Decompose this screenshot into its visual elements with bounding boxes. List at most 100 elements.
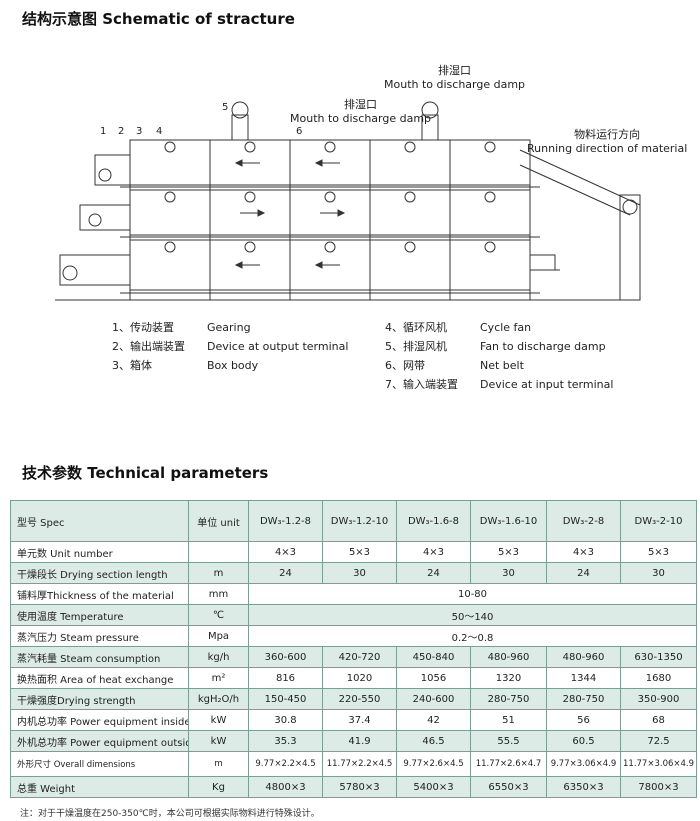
- discharge-mouth-callout-2: 排湿口 Mouth to discharge damp: [290, 96, 431, 125]
- row-unit: kgH₂O/h: [188, 688, 249, 710]
- row-value: 30: [620, 562, 697, 584]
- callout-number: 4: [156, 126, 163, 137]
- legend-en: Device at input terminal: [480, 378, 614, 391]
- row-unit: Kg: [188, 776, 249, 798]
- row-label: 使用温度 Temperature: [10, 604, 189, 626]
- row-value: 280-750: [470, 688, 547, 710]
- row-value: 9.77×2.6×4.5: [396, 751, 471, 777]
- row-value: 480-960: [470, 646, 547, 668]
- row-value: 11.77×3.06×4.9: [620, 751, 697, 777]
- row-value: 4800×3: [248, 776, 323, 798]
- schematic-title: 结构示意图 Schematic of stracture: [22, 10, 295, 28]
- row-value: 1344: [546, 667, 621, 689]
- row-value: 68: [620, 709, 697, 731]
- legend-item: 2、输出端装置 Device at output terminal: [112, 337, 348, 356]
- running-direction-en: Running direction of material: [527, 142, 688, 155]
- row-unit: kW: [188, 730, 249, 752]
- legend-cn: 2、输出端装置: [112, 340, 185, 353]
- legend-item: 6、网带 Net belt: [385, 356, 524, 375]
- row-label: 干燥段长 Drying section length: [10, 562, 189, 584]
- discharge-mouth-cn: 排湿口: [344, 98, 378, 111]
- row-value: 5×3: [322, 541, 397, 563]
- legend-cn: 3、箱体: [112, 359, 152, 372]
- discharge-mouth-en: Mouth to discharge damp: [290, 112, 432, 125]
- row-value: 4×3: [546, 541, 621, 563]
- row-unit: m²: [188, 667, 249, 689]
- row-label: 单元数 Unit number: [10, 541, 189, 563]
- legend-en: Device at output terminal: [207, 340, 349, 353]
- parameters-title: 技术参数 Technical parameters: [22, 464, 269, 482]
- row-unit: m: [188, 562, 249, 584]
- row-unit: m: [188, 751, 249, 777]
- row-value: 5×3: [620, 541, 697, 563]
- row-value: 30: [322, 562, 397, 584]
- discharge-fan-1: [231, 114, 249, 141]
- row-unit: Mpa: [188, 625, 249, 647]
- header-model: DW₃-1.6-8: [396, 500, 471, 542]
- legend-cn: 1、传动装置: [112, 321, 174, 334]
- legend-item: 1、传动装置 Gearing: [112, 318, 251, 337]
- row-value: 1056: [396, 667, 471, 689]
- discharge-mouth-callout-1: 排湿口 Mouth to discharge damp: [384, 62, 525, 91]
- legend-item: 7、输入端装置 Device at input terminal: [385, 375, 613, 394]
- row-value: 1680: [620, 667, 697, 689]
- row-span-value: 10-80: [248, 583, 697, 605]
- row-value: 11.77×2.2×4.5: [322, 751, 397, 777]
- legend-en: Gearing: [207, 321, 251, 334]
- dryer-schematic-drawing: [55, 101, 641, 301]
- callout-number: 1: [100, 126, 107, 137]
- legend-left: 1、传动装置 Gearing 2、输出端装置 Device at output …: [112, 318, 348, 375]
- box-body-outline: [129, 139, 531, 301]
- row-value: 11.77×2.6×4.7: [470, 751, 547, 777]
- row-value: 350-900: [620, 688, 697, 710]
- row-unit: [188, 541, 249, 563]
- row-value: 450-840: [396, 646, 471, 668]
- input-conveyor: [519, 149, 641, 206]
- row-value: 72.5: [620, 730, 697, 752]
- row-value: 24: [546, 562, 621, 584]
- legend-en: Fan to discharge damp: [480, 340, 606, 353]
- header-model: DW₃-1.2-10: [322, 500, 397, 542]
- header-model: DW₃-2-10: [620, 500, 697, 542]
- legend-en: Box body: [207, 359, 259, 372]
- header-model: DW₃-2-8: [546, 500, 621, 542]
- row-label: 内机总功率 Power equipment inside: [10, 709, 189, 731]
- legend-item: 5、排湿风机 Fan to discharge damp: [385, 337, 606, 356]
- callout-number: 5: [222, 102, 229, 113]
- row-span-value: 0.2～0.8: [248, 625, 697, 647]
- discharge-mouth-cn: 排湿口: [438, 64, 472, 77]
- row-label: 总重 Weight: [10, 776, 189, 798]
- row-value: 56: [546, 709, 621, 731]
- row-label: 外形尺寸 Overall dimensions: [10, 751, 189, 777]
- cycle-fan-row: [164, 141, 496, 253]
- row-value: 4×3: [248, 541, 323, 563]
- row-value: 4×3: [396, 541, 471, 563]
- callout-number: 2: [118, 126, 125, 137]
- row-value: 35.3: [248, 730, 323, 752]
- legend-en: Cycle fan: [480, 321, 532, 334]
- row-value: 24: [396, 562, 471, 584]
- row-label: 蒸汽耗量 Steam consumption: [10, 646, 189, 668]
- row-value: 30.8: [248, 709, 323, 731]
- row-value: 1320: [470, 667, 547, 689]
- row-value: 1020: [322, 667, 397, 689]
- row-value: 60.5: [546, 730, 621, 752]
- header-model: DW₃-1.6-10: [470, 500, 547, 542]
- row-value: 220-550: [322, 688, 397, 710]
- row-value: 150-450: [248, 688, 323, 710]
- row-label: 干燥强度Drying strength: [10, 688, 189, 710]
- row-value: 37.4: [322, 709, 397, 731]
- row-unit: kW: [188, 709, 249, 731]
- row-value: 9.77×3.06×4.9: [546, 751, 621, 777]
- discharge-fan-2: [421, 114, 439, 141]
